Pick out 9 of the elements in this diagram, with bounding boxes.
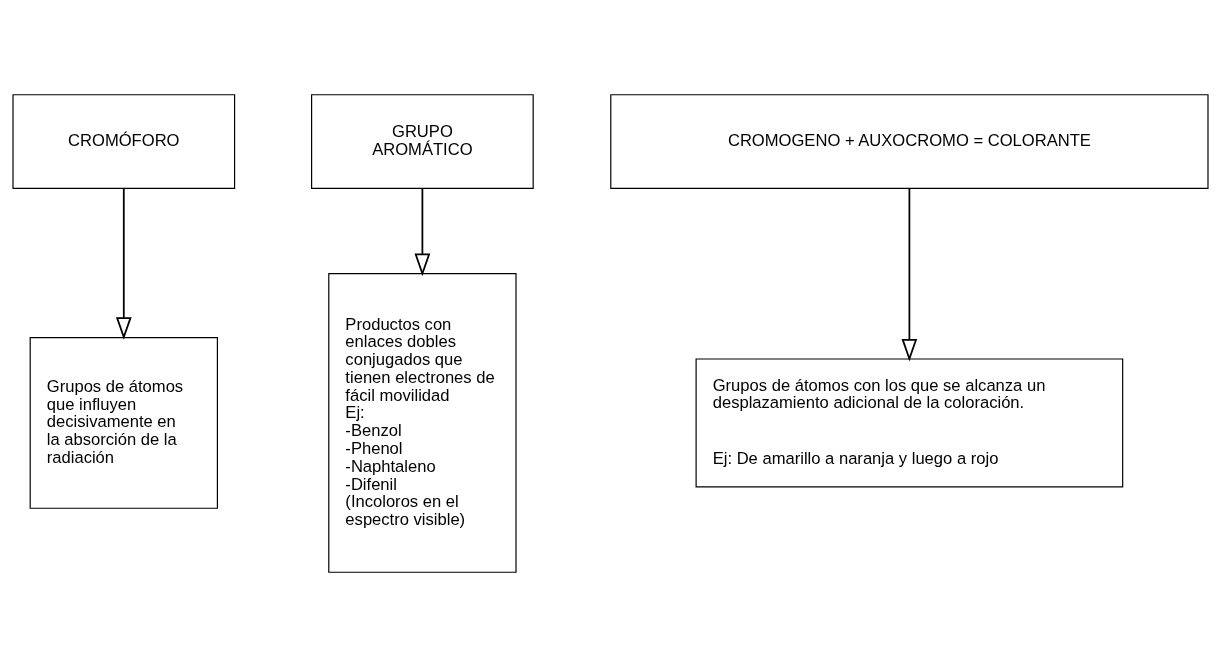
node-box: GRUPO AROMÁTICO [311,93,534,189]
node-box: Grupos de átomos con los que se alcanza un desplazamiento adicional de la coloración. Ej: De amarillo a naranja y luego a rojo [695,357,1124,488]
arrow [901,187,918,361]
arrow [414,187,431,276]
node-box: Productos con enlaces dobles conjugados que tienen electrones de fácil movilidad Ej: -Benzol -Phenol -Naphtaleno -Difenil (Incoloros en el espectro visible) [328,272,517,573]
node-box: CROMÓFORO [12,93,236,189]
node-box: CROMOGENO + AUXOCROMO = COLORANTE [610,93,1209,189]
node-box: Grupos de átomos que influyen decisivamente en la absorción de la radiación [29,336,218,509]
arrow [115,187,132,340]
